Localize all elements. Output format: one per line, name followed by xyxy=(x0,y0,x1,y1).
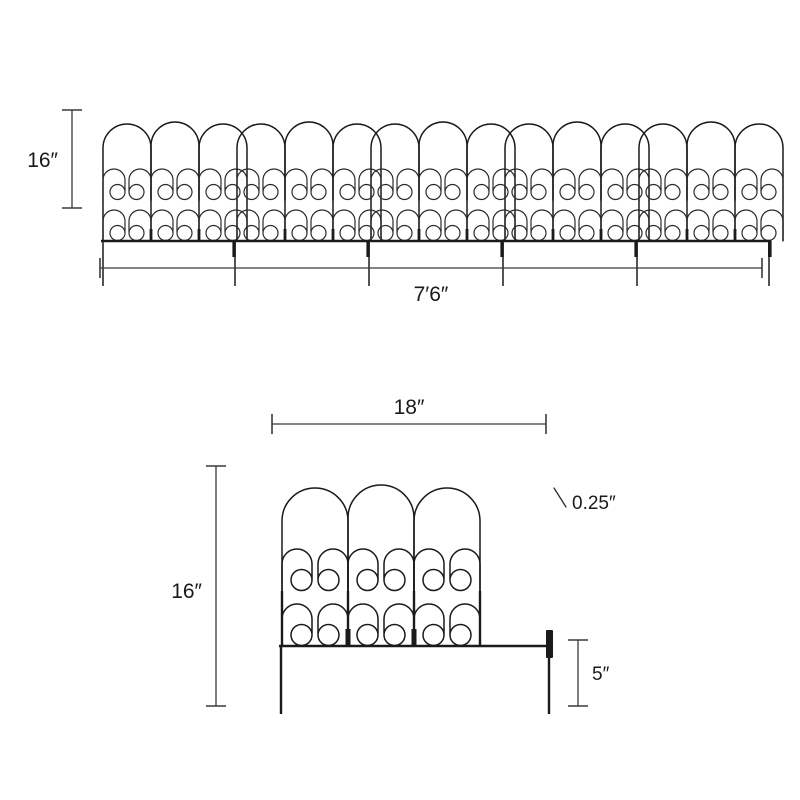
fence-panel xyxy=(370,121,516,242)
dimension-stake-length: 5″ xyxy=(568,639,610,707)
fence-panel xyxy=(102,121,248,242)
dimension-top-width: 7′6″ xyxy=(99,258,763,306)
ground-stakes xyxy=(102,241,772,286)
dimension-label-stake-length: 5″ xyxy=(592,664,610,685)
wire-gauge-leader-line xyxy=(553,487,567,508)
top-fence-assembly xyxy=(101,121,784,286)
fence-panel-large xyxy=(280,483,482,649)
dimension-label-panel-height: 16″ xyxy=(171,580,202,603)
dimension-label-top-width: 7′6″ xyxy=(414,283,449,306)
fence-panel xyxy=(638,121,784,242)
dimension-wire-gauge: 0.25″ xyxy=(553,487,616,514)
panel-ground-stakes xyxy=(279,646,551,714)
dimension-label-top-height: 16″ xyxy=(27,149,58,172)
dimension-panel-width: 18″ xyxy=(271,396,547,434)
dimension-top-height: 16″ xyxy=(27,109,82,209)
bottom-fence-panel-detail xyxy=(279,483,553,714)
dimension-label-wire-gauge: 0.25″ xyxy=(572,493,616,514)
panel-connector-clip xyxy=(546,630,553,658)
fence-panel xyxy=(504,121,650,242)
dimension-panel-height: 16″ xyxy=(171,465,226,707)
dimension-label-panel-width: 18″ xyxy=(394,396,425,419)
fence-panel xyxy=(236,121,382,242)
